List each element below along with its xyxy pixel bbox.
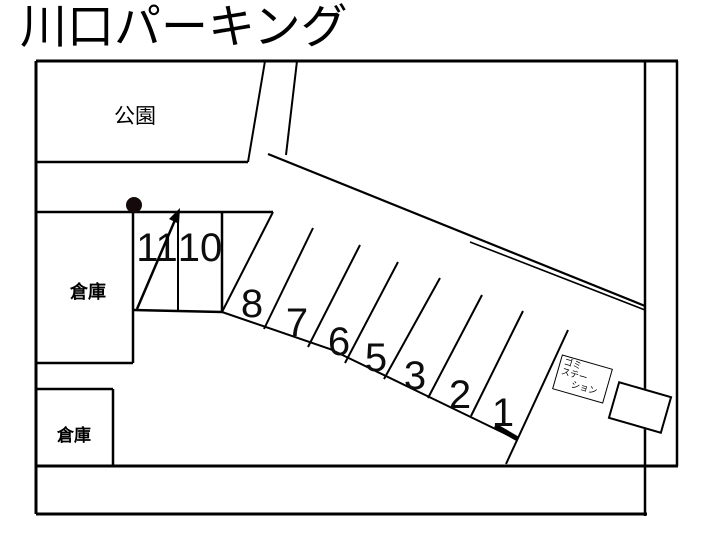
entrance-diagonal bbox=[285, 60, 298, 156]
divider-3-2 bbox=[427, 294, 483, 399]
divider-right-of-1 bbox=[505, 329, 569, 465]
space-label-10: 10 bbox=[178, 226, 223, 270]
space-label-5: 5 bbox=[365, 336, 387, 380]
space-11-slash bbox=[135, 208, 180, 310]
divider-5-3 bbox=[383, 277, 441, 380]
page-title: 川口パーキング bbox=[20, 0, 348, 53]
road-edge-line-2 bbox=[469, 241, 646, 311]
space-label-1: 1 bbox=[492, 391, 514, 435]
space-label-8: 8 bbox=[241, 282, 263, 326]
park-label: 公園 bbox=[114, 105, 156, 128]
space-label-7: 7 bbox=[286, 301, 308, 345]
divider-6-5 bbox=[344, 261, 399, 364]
space-label-2: 2 bbox=[449, 373, 471, 417]
divider-7-6 bbox=[307, 244, 361, 348]
park-right-diagonal bbox=[247, 60, 266, 163]
space-numbers: 11 10 8 7 6 5 3 2 1 bbox=[136, 226, 514, 435]
space-label-3: 3 bbox=[404, 354, 426, 398]
warehouse-upper-label: 倉庫 bbox=[70, 282, 106, 302]
divider-8-7 bbox=[263, 227, 314, 330]
space-label-6: 6 bbox=[328, 320, 350, 364]
access-lane-line bbox=[221, 311, 513, 438]
lane-end-arrow bbox=[494, 424, 519, 441]
dot-marker bbox=[126, 197, 142, 213]
warehouse-lower-label: 倉庫 bbox=[57, 426, 91, 445]
divider-2-1 bbox=[470, 310, 524, 417]
stall-bottom-11-10 bbox=[132, 308, 223, 314]
triangle-hypotenuse bbox=[221, 211, 274, 313]
road-edge-line-1 bbox=[267, 152, 646, 308]
